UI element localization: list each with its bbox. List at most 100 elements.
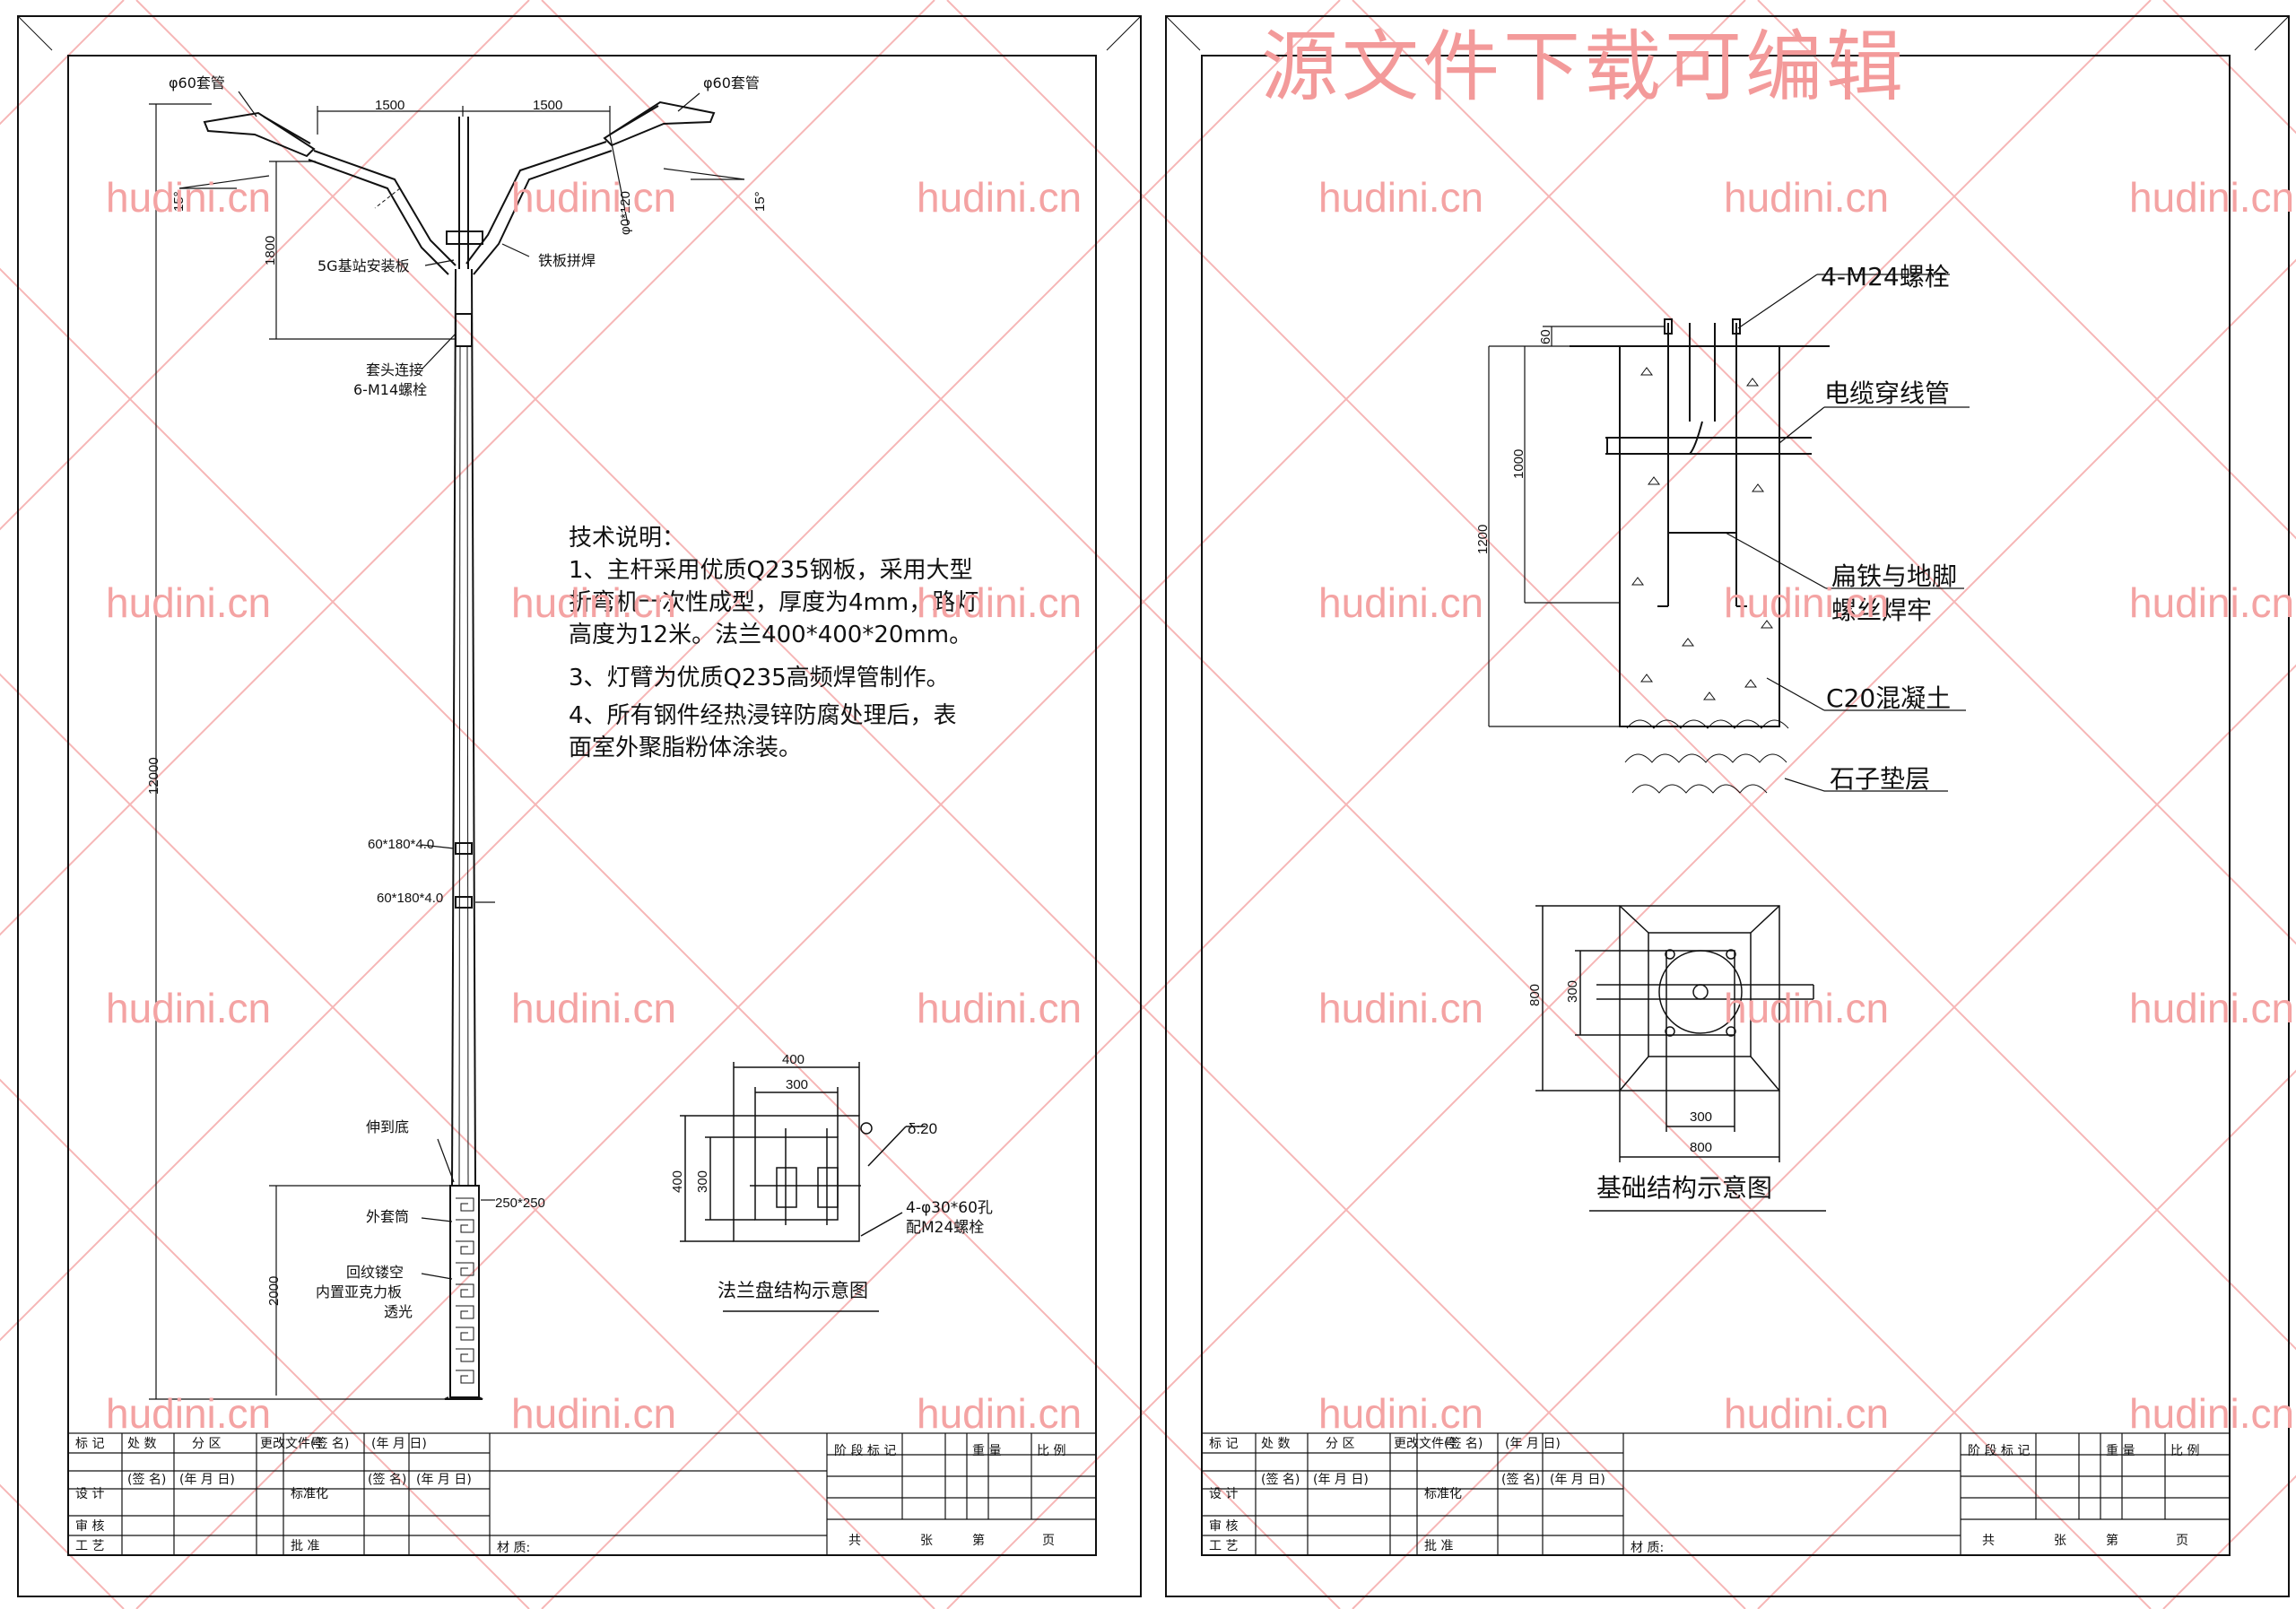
tb-header-cell: 处 数 [1261,1437,1290,1451]
watermark-site: hudini.cn [106,1390,271,1437]
tb-review: 审 核 [75,1519,104,1534]
flange-title: 法兰盘结构示意图 [718,1280,868,1301]
watermark-site: hudini.cn [1724,174,1889,221]
tb-header-cell: 处 数 [127,1437,156,1451]
watermark-line [946,0,2296,1351]
tb-page: 页 [2176,1534,2188,1548]
pole-dashed [374,187,401,209]
watermark-text-layer: hudini.cn hudini.cn hudini.cn hudini.cn hudi… [106,174,2294,1437]
left-angle: 15° [171,191,187,212]
title-block: 标 记处 数分 区更改文件号(签 名)(年 月 日)设 计(签 名)(年 月 日… [1201,1432,2231,1556]
tb-header-cell: 标 记 [75,1437,104,1451]
foundation-dim-lines [1488,274,1970,792]
watermark-line [0,267,1341,1609]
flange-thickness: δ:20 [908,1120,937,1137]
tb-header-cell: 标 记 [1209,1437,1238,1451]
base-height: 2000 [266,1276,282,1306]
watermark-site: hudini.cn [1318,985,1483,1031]
tb-craft: 工 艺 [1209,1539,1238,1553]
foundation-plan: 800 300 300 800 基础结构示意图 [1527,905,1826,1212]
concrete-label: C20混凝土 [1826,683,1951,713]
watermark-line [0,1078,530,1609]
tb-scale: 比 例 [2170,1444,2199,1458]
tb-header-cell: 更改文件号 [260,1437,323,1451]
tb-standard: 标准化 [1424,1487,1462,1501]
tb-header-cell: (年 月 日) [1505,1437,1561,1451]
socket-bolt-label: 6-M14螺栓 [353,381,427,398]
tb-approve: 批 准 [1424,1539,1453,1553]
pattern-label-2: 内置亚克力板 [316,1283,402,1300]
tb-header-cell: (签 名) [1444,1436,1483,1451]
left-arm-width: 1500 [375,98,404,113]
watermark-site: hudini.cn [1724,579,1889,626]
tb-weight: 重 量 [972,1444,1001,1458]
flange-side-outer-dim: 400 [670,1170,685,1193]
socket-joint-label: 套头连接 [366,361,423,378]
tb-review: 审 核 [1209,1519,1238,1534]
door-2-size: 60*180*4.0 [377,891,443,906]
foundation-depth-2: 1200 [1475,525,1491,554]
tb-sign: (签 名) [127,1472,166,1487]
left-lamp-head [203,111,316,158]
tb-page: 页 [1042,1534,1055,1548]
watermark-line [1352,664,2296,1609]
base-size: 250*250 [495,1196,545,1211]
plan-inner-bottom-dim: 300 [1690,1109,1712,1125]
tb-design: 设 计 [1209,1487,1238,1501]
watermark-site: hudini.cn [511,579,676,626]
tb-header-cell: (签 名) [310,1436,349,1451]
extend-bottom-label: 伸到底 [366,1118,409,1135]
tb-material: 材 质: [1631,1541,1664,1555]
watermark-line [1352,0,2296,945]
watermark-line [135,0,1746,1609]
pole-dimension-lines [149,91,745,1400]
plan-inner-side-dim: 300 [1565,980,1580,1003]
watermark-site: hudini.cn [2129,174,2294,221]
watermark-site: hudini.cn [1724,985,1889,1031]
right-lamp-head [603,100,716,147]
watermark-site: hudini.cn [917,985,1082,1031]
sheet-frames [17,15,2290,1597]
tb-approve: 批 准 [291,1539,319,1553]
cable-pipe-label: 电缆穿线管 [1824,378,1950,408]
watermark-site: hudini.cn [511,174,676,221]
watermark-site: hudini.cn [2129,1390,2294,1437]
base-station-plate-label: 5G基站安装板 [317,257,410,274]
door-1-size: 60*180*4.0 [368,837,434,852]
total-height: 12000 [146,757,161,795]
watermark-line [1757,1069,2296,1609]
tech-note-line: 高度为12米。法兰400*400*20mm。 [569,622,972,648]
arm-pipe-spec: φ0*120 [618,191,633,235]
tb-standard: 标准化 [291,1487,328,1501]
flange-inner-dim: 300 [786,1077,808,1092]
right-angle: 15° [752,191,768,212]
watermark-site: hudini.cn [106,579,271,626]
tb-date: (年 月 日) [1313,1473,1369,1487]
tech-note-line: 4、所有钢件经热浸锌防腐处理后，表 [569,702,957,729]
watermark-line [0,0,530,531]
watermark-line [0,0,935,936]
watermark-site: hudini.cn [106,174,271,221]
tb-header-cell: 分 区 [192,1437,221,1451]
tb-sheet: 张 [920,1534,933,1548]
left-sleeve-label: φ60套管 [169,74,225,91]
foundation-bolts-label: 4-M24螺栓 [1821,262,1950,291]
tb-sign-2: (签 名) [1501,1472,1540,1487]
tb-total: 共 [848,1534,861,1548]
tech-note-line: 1、主杆采用优质Q235钢板，采用大型 [569,557,973,584]
plan-bottom-dim: 800 [1690,1140,1712,1155]
right-sleeve-label: φ60套管 [703,74,760,91]
tech-note-line: 3、灯臂为优质Q235高频焊管制作。 [569,665,950,691]
tb-weight: 重 量 [2106,1444,2135,1458]
tb-page-no: 第 [2106,1533,2118,1548]
tech-notes: 技术说明： 1、主杆采用优质Q235钢板，采用大型 折弯机一次性成型，厚度为4m… [569,525,978,761]
tb-sign-2: (签 名) [368,1472,406,1487]
watermark-line [541,0,2152,1609]
flange-holes: 4-φ30*60孔 [906,1199,993,1217]
watermark-site: hudini.cn [917,1390,1082,1437]
tb-stage: 阶 段 标 记 [834,1444,896,1458]
watermark-site: hudini.cn [1318,579,1483,626]
tb-header-cell: (年 月 日) [371,1437,427,1451]
